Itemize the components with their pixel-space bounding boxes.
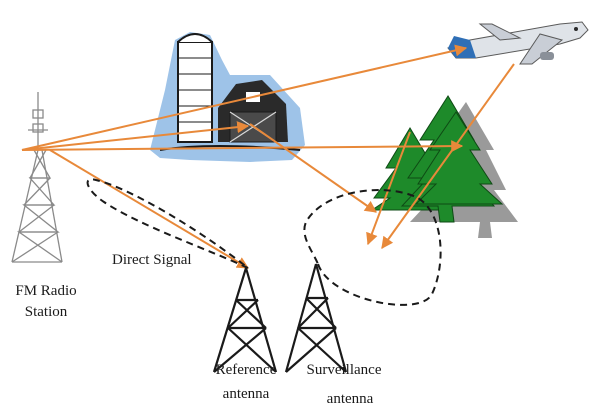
signal-to-trees xyxy=(21,140,464,153)
reference-beam-pattern xyxy=(86,178,249,269)
reference-antenna-label-line1: Reference xyxy=(216,362,277,378)
surveillance-antenna-icon xyxy=(284,263,348,373)
beam-patterns xyxy=(86,178,442,306)
trees-echo xyxy=(366,131,411,246)
airplane-icon xyxy=(447,21,589,65)
signal-to-barn xyxy=(21,121,250,151)
direct-signal-label: Direct Signal xyxy=(112,252,192,268)
surveillance-beam-pattern xyxy=(303,189,442,306)
reference-antenna-label-line2: antenna xyxy=(223,386,270,402)
barn-silo-icon xyxy=(150,32,305,162)
barn-echo xyxy=(249,123,377,213)
surveillance-antenna-label-line2: antenna xyxy=(327,391,374,407)
surveillance-antenna-label-line1: Surveillance xyxy=(307,362,382,378)
reference-antenna-icon xyxy=(212,267,278,373)
fm-radio-label-line2: Station xyxy=(25,304,68,320)
trees-icon xyxy=(370,95,518,238)
airplane-echo xyxy=(381,63,515,249)
signal-paths xyxy=(21,44,515,269)
fm-radio-tower-icon xyxy=(11,92,63,263)
fm-radio-label-line1: FM Radio xyxy=(15,283,76,299)
direct-signal-path xyxy=(49,149,250,269)
signal-to-airplane xyxy=(21,44,468,151)
